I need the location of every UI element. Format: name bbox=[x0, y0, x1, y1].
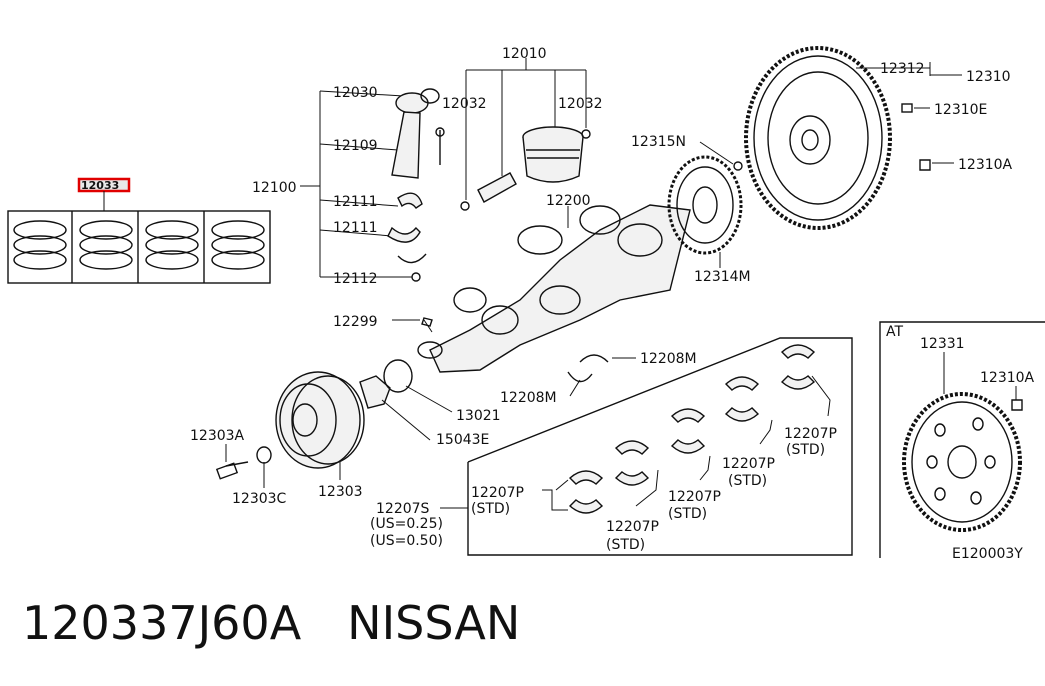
highlighted-part-label: 12033 bbox=[81, 179, 119, 192]
crankshaft bbox=[417, 204, 691, 373]
label-12111-lower: 12111 bbox=[333, 220, 378, 236]
label-12200: 12200 bbox=[546, 193, 591, 209]
label-12315N: 12315N bbox=[631, 134, 686, 150]
label-12310A: 12310A bbox=[958, 157, 1013, 173]
label-12310: 12310 bbox=[966, 69, 1011, 85]
label-12100: 12100 bbox=[252, 180, 297, 196]
label-12331: 12331 bbox=[920, 336, 965, 352]
label-12111-upper: 12111 bbox=[333, 194, 378, 210]
label-12207P-4: 12207P bbox=[722, 456, 775, 472]
part-number: 120337J60A bbox=[22, 596, 302, 650]
label-std-4: (STD) bbox=[728, 473, 767, 489]
label-12207P-5: 12207P bbox=[784, 426, 837, 442]
label-std-3: (STD) bbox=[668, 506, 707, 522]
thrust-bearings bbox=[567, 354, 636, 397]
diagram-code: E120003Y bbox=[952, 546, 1023, 562]
label-at: AT bbox=[886, 324, 903, 340]
part-caption: 120337J60A NISSAN bbox=[22, 596, 520, 650]
at-flywheel-panel bbox=[879, 321, 1045, 558]
label-12314M: 12314M bbox=[694, 269, 751, 285]
label-std-2: (STD) bbox=[606, 537, 645, 553]
flywheel bbox=[744, 46, 962, 230]
label-13021: 13021 bbox=[456, 408, 501, 424]
signal-plate bbox=[667, 141, 743, 268]
label-12310A-at: 12310A bbox=[980, 370, 1035, 386]
label-12303: 12303 bbox=[318, 484, 363, 500]
piston-ring-sets: 12033 bbox=[7, 177, 271, 284]
crank-pulley bbox=[215, 317, 453, 488]
label-15043E: 15043E bbox=[436, 432, 489, 448]
label-12109: 12109 bbox=[333, 138, 378, 154]
label-us-025: (US=0.25) bbox=[370, 516, 443, 532]
label-std-1: (STD) bbox=[471, 501, 510, 517]
main-bearing-panel bbox=[440, 337, 853, 556]
connecting-rod-group bbox=[300, 88, 445, 282]
label-12030: 12030 bbox=[333, 85, 378, 101]
label-us-050: (US=0.50) bbox=[370, 533, 443, 549]
label-12207P-3: 12207P bbox=[668, 489, 721, 505]
label-std-5: (STD) bbox=[786, 442, 825, 458]
label-12207S: 12207S bbox=[376, 501, 430, 517]
label-12299: 12299 bbox=[333, 314, 378, 330]
label-12207P-1: 12207P bbox=[471, 485, 524, 501]
label-12010: 12010 bbox=[502, 46, 547, 62]
label-12208M-right: 12208M bbox=[640, 351, 697, 367]
label-12310E: 12310E bbox=[934, 102, 987, 118]
brand-name: NISSAN bbox=[347, 596, 521, 650]
label-12032-left: 12032 bbox=[442, 96, 487, 112]
label-12303A: 12303A bbox=[190, 428, 245, 444]
label-12208M-left: 12208M bbox=[500, 390, 557, 406]
label-12032-right: 12032 bbox=[558, 96, 603, 112]
label-12112: 12112 bbox=[333, 271, 378, 287]
label-12207P-2: 12207P bbox=[606, 519, 659, 535]
label-12312: 12312 bbox=[880, 61, 925, 77]
label-12303C: 12303C bbox=[232, 491, 287, 507]
piston-group bbox=[460, 58, 591, 211]
